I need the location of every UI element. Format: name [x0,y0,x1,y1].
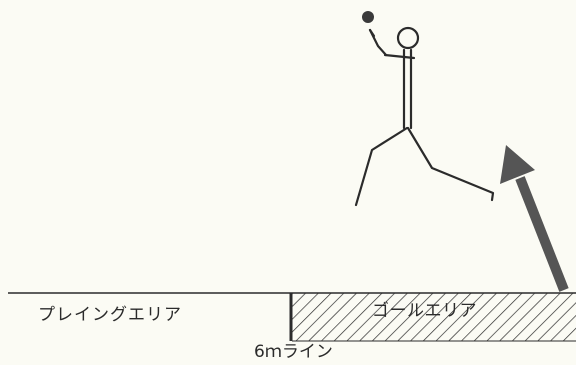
jumping-player [356,28,493,205]
goal-area-label: ゴールエリア [372,303,477,320]
six-m-line-label: 6ｍライン [254,344,333,361]
playing-area-label: プレイングエリア [38,307,182,324]
direction-arrow [500,145,564,290]
ball [362,11,374,23]
player-left-leg [356,128,407,205]
player-head [398,28,418,48]
player-right-leg [408,128,493,200]
